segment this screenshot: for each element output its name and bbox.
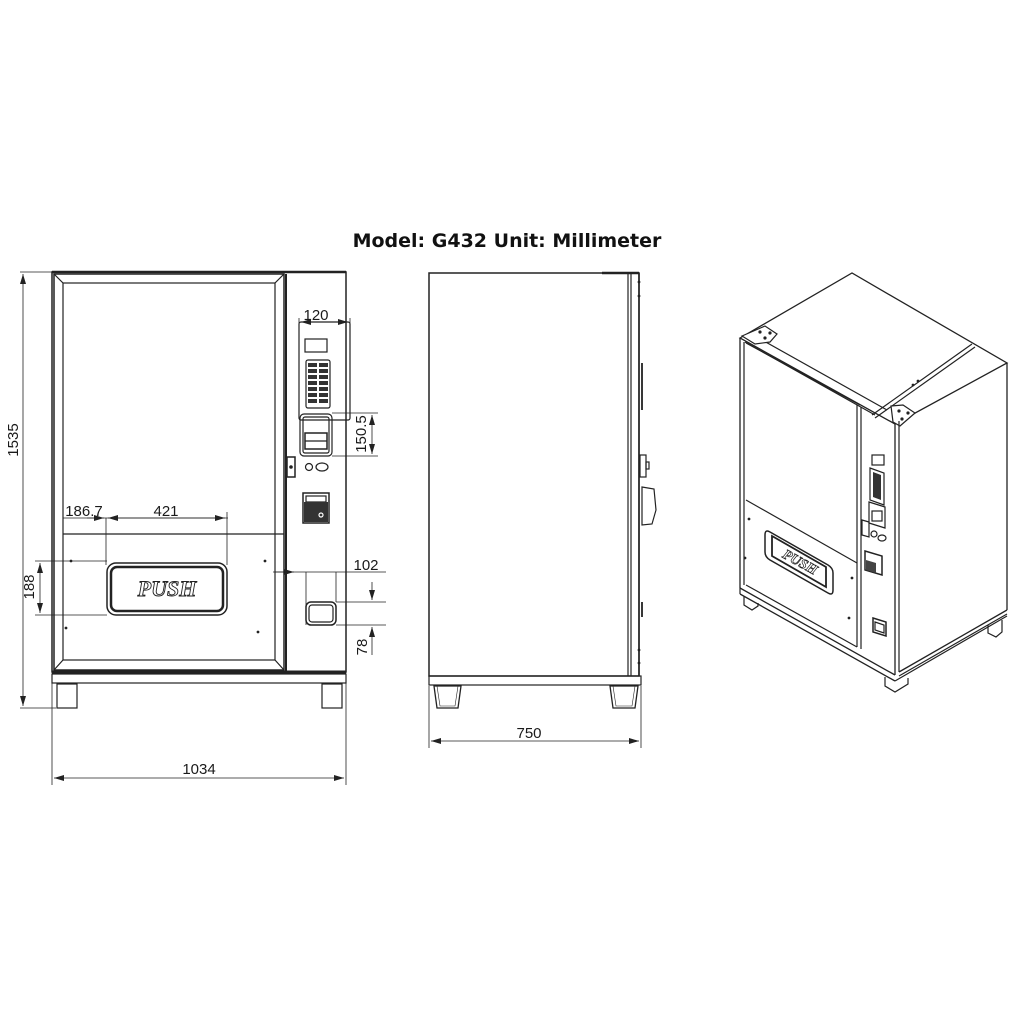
dim-panel-width: 120 [303, 307, 328, 324]
side-view: 750 [428, 271, 657, 748]
dim-width: 1034 [182, 761, 215, 778]
drawing-title: Model: G432 Unit: Millimeter [352, 230, 662, 252]
dim-push-height: 188 [21, 574, 38, 599]
dim-return-height: 78 [354, 639, 371, 656]
dim-return-width: 102 [353, 557, 378, 574]
iso-control-panel [861, 454, 887, 638]
dim-height: 1535 [5, 423, 22, 456]
dim-depth: 750 [516, 725, 541, 742]
dim-push-offset: 186.7 [65, 503, 103, 520]
push-label: PUSH [137, 576, 198, 601]
control-panel [286, 321, 351, 626]
dim-coin-slot: 150.5 [353, 415, 370, 453]
dim-push-width: 421 [153, 503, 178, 520]
iso-view: PUSH [738, 272, 1009, 693]
front-view: PUSH [5, 270, 386, 785]
iso-push-flap: PUSH [764, 530, 834, 595]
push-flap: PUSH [106, 562, 228, 616]
